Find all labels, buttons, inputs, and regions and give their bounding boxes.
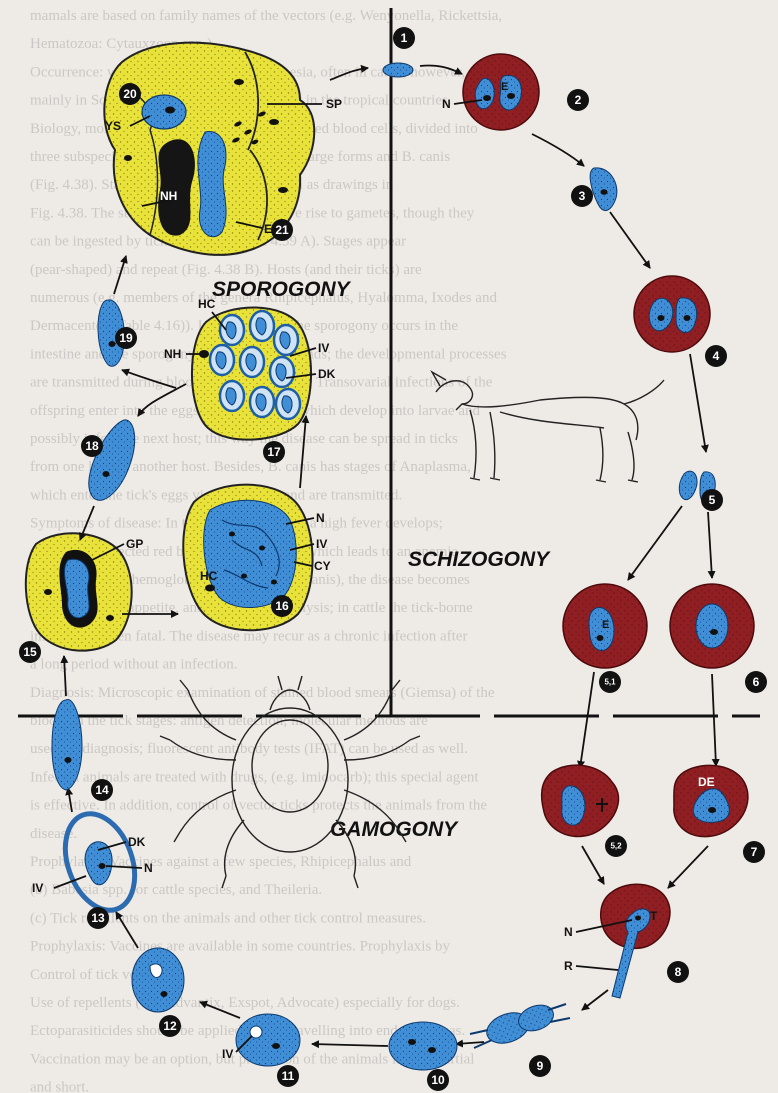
stage-number-label: 17 (267, 445, 281, 459)
stage-number-label: 11 (282, 1069, 295, 1083)
red-blood-cell-ray-bodies (601, 884, 670, 998)
background-text-line: (pear-shaped) and repeat (Fig. 4.38 B). … (30, 262, 422, 278)
label-iv-16: IV (316, 537, 327, 551)
vermicule (52, 700, 82, 790)
label-de: DE (698, 775, 715, 789)
stage-number-label: 10 (431, 1073, 445, 1087)
stage-number-label: 15 (23, 645, 37, 659)
merozoite-free (590, 168, 617, 211)
background-text-line: a long period without an infection. (30, 657, 237, 673)
zygote-with-vacuole (236, 1014, 300, 1066)
section-title-sporogony: SPOROGONY (212, 278, 352, 301)
background-text-line: and short. (30, 1080, 89, 1093)
label-gp: GP (126, 537, 143, 551)
stage-number-label: 14 (95, 783, 109, 797)
label-e-2: E (501, 81, 508, 93)
label-iv-17: IV (318, 341, 329, 355)
stage-number-label: 5,2 (610, 842, 622, 851)
stage-number-label: 1 (401, 31, 408, 45)
stage-number-label: 4 (713, 349, 720, 363)
red-blood-cell-stage-6 (670, 584, 754, 668)
label-n: N (442, 97, 451, 111)
gut-cell-multiplication (183, 485, 312, 631)
stage-number-label: 7 (751, 845, 758, 859)
red-blood-cell-stage-5-2 (542, 765, 619, 836)
stage-number-label: 3 (579, 189, 586, 203)
label-hc-16: HC (200, 569, 218, 583)
background-text-line: mamals are based on family names of the … (30, 8, 502, 24)
label-dk-17: DK (318, 367, 336, 381)
gut-cell-kinetes (192, 307, 311, 439)
stage-number-label: 16 (275, 599, 289, 613)
stage-number-label: 6 (753, 675, 760, 689)
gut-cell-infected (26, 533, 132, 650)
label-e-5: E (602, 619, 609, 631)
label-n-16: N (316, 511, 325, 525)
stage-number-label: 21 (275, 223, 289, 237)
gametes-fusing (470, 1001, 570, 1049)
stage-number-label: 5,1 (604, 678, 616, 687)
label-nh-17: NH (164, 347, 181, 361)
label-cy: CY (314, 559, 331, 573)
label-n-8: N (564, 925, 573, 939)
stage-number-label: 5 (709, 493, 716, 507)
label-nh: NH (160, 189, 177, 203)
stage-number-label: 9 (537, 1059, 544, 1073)
label-iv-11: IV (222, 1047, 233, 1061)
stage-number-label: 12 (163, 1019, 177, 1033)
zygote (389, 1022, 457, 1070)
stage-number-label: 13 (91, 911, 105, 925)
stage-number-label: 18 (85, 439, 99, 453)
section-title-schizogony: SCHIZOGONY (408, 548, 551, 571)
background-text-line: Use of repellents (e.g. Advantix, Exspot… (30, 995, 460, 1011)
label-r: R (564, 959, 573, 973)
merozoite-pair-a (679, 471, 697, 500)
label-hc-17: HC (198, 297, 216, 311)
ookinete-forming (132, 948, 184, 1012)
stage-number-label: 2 (575, 93, 582, 107)
label-dk-13: DK (128, 835, 146, 849)
sporozoite (383, 63, 413, 77)
label-sp: SP (326, 97, 342, 111)
label-ys: YS (105, 119, 121, 133)
label-t: T (650, 909, 658, 923)
stage-number-label: 20 (123, 87, 137, 101)
background-text-line: Prophylaxis: Vaccines are available in s… (30, 939, 451, 955)
label-iv-13: IV (32, 881, 43, 895)
red-blood-cell-dividing (634, 276, 710, 352)
background-text-line: Diagnosis: Microscopic examination of st… (30, 685, 495, 701)
stage-number-label: 19 (119, 331, 133, 345)
stage-number-label: 8 (675, 965, 682, 979)
background-text-line: used for diagnosis; fluorescent antibody… (30, 741, 468, 757)
label-n-13: N (144, 861, 153, 875)
section-title-gamogony: GAMOGONY (330, 818, 459, 841)
ookinete-in-gut-cell (53, 804, 147, 920)
